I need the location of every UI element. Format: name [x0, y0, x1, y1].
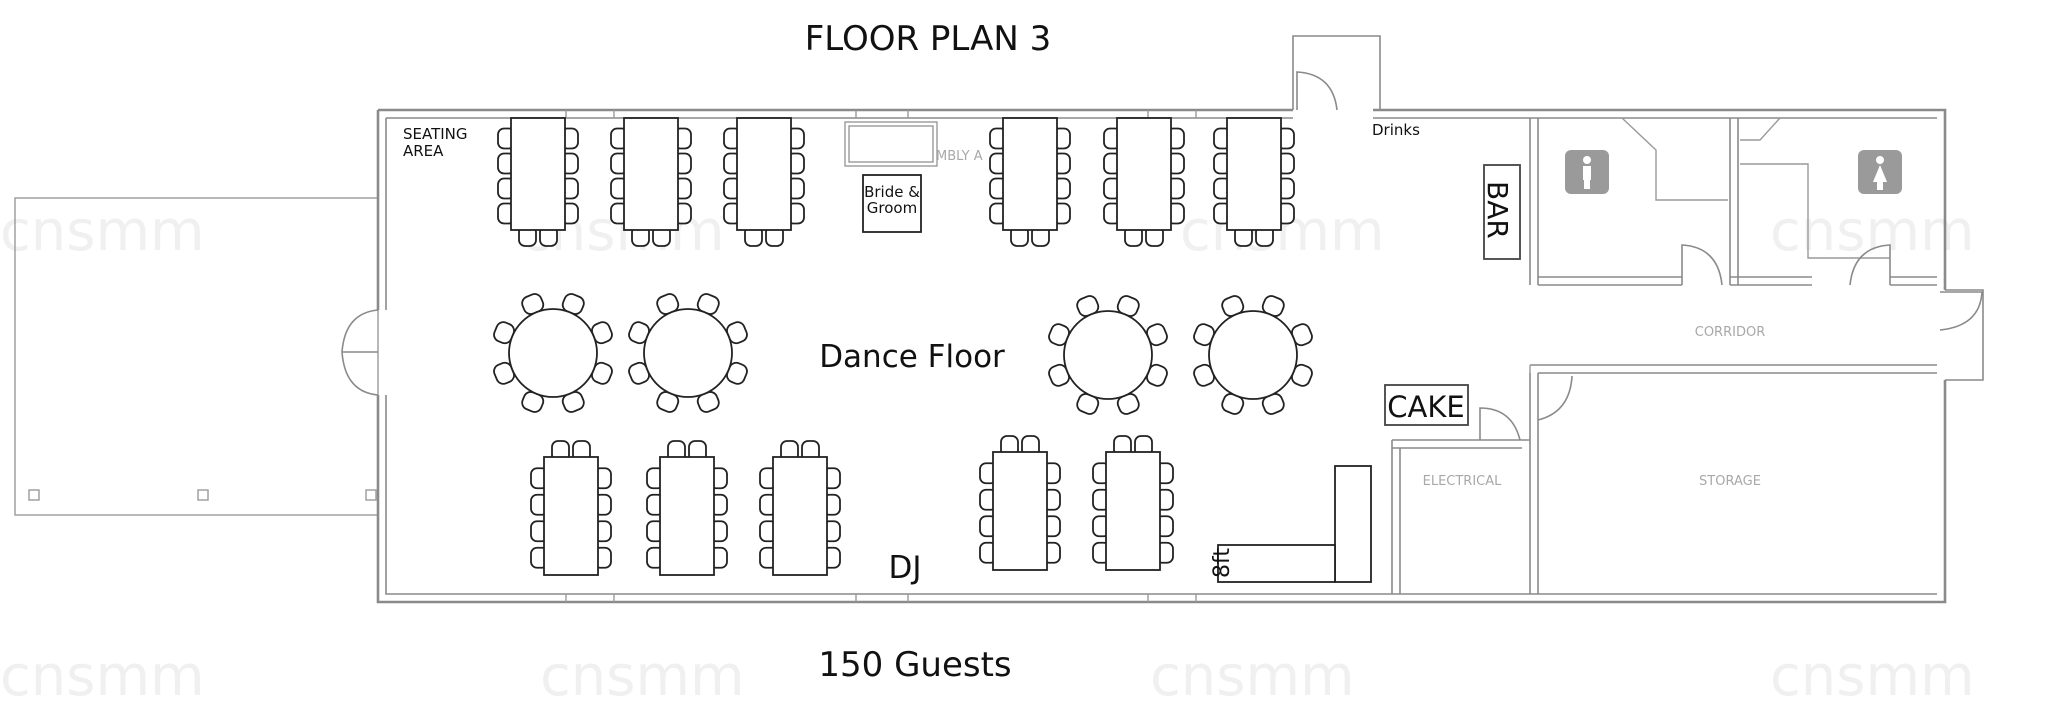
- svg-text:cnsmm: cnsmm: [540, 644, 745, 707]
- assembly-label: MBLY A: [936, 149, 983, 164]
- dj-label: DJ: [888, 550, 921, 586]
- table-top: [643, 308, 733, 398]
- seating-area-label-1: SEATING: [403, 125, 468, 143]
- rect-table: [530, 440, 612, 576]
- round-table: [1048, 295, 1168, 415]
- table-top: [1116, 117, 1172, 231]
- watermark: cnsmm cnsmm cnsmm cnsmm cnsmm cnsmm cnsm…: [0, 199, 1975, 707]
- rect-table: [646, 440, 728, 576]
- patio: [14, 197, 379, 516]
- rect-table: [723, 117, 805, 247]
- svg-text:cnsmm: cnsmm: [1150, 644, 1355, 707]
- svg-text:cnsmm: cnsmm: [0, 644, 205, 707]
- round-table: [493, 293, 613, 413]
- rect-table: [979, 435, 1061, 571]
- bar-counter: [1483, 164, 1521, 260]
- male-restroom-icon: [1565, 150, 1609, 194]
- table-top: [659, 456, 715, 576]
- rect-table: [1213, 117, 1295, 247]
- table-top: [992, 451, 1048, 571]
- eight-ft-label: 8ft: [1210, 548, 1235, 578]
- table-top: [772, 456, 828, 576]
- table-top: [510, 117, 566, 231]
- cake-label: CAKE: [1387, 390, 1464, 424]
- female-restroom-icon: [1858, 150, 1902, 194]
- cake-table: [1384, 384, 1469, 426]
- rect-table: [759, 440, 841, 576]
- rect-table: [989, 117, 1071, 247]
- seating-area-label-2: AREA: [403, 142, 444, 160]
- round-table: [1193, 295, 1313, 415]
- rectangular-tables: [497, 117, 1295, 576]
- round-tables: [493, 293, 1313, 415]
- rect-table: [1103, 117, 1185, 247]
- bride-groom-table: [862, 174, 922, 233]
- table-top: [736, 117, 792, 231]
- rect-table: [497, 117, 579, 247]
- table-top: [1002, 117, 1058, 231]
- bride-groom-label-2: Groom: [867, 199, 917, 217]
- table-top: [1105, 451, 1161, 571]
- dance-floor-label: Dance Floor: [819, 339, 1005, 375]
- guest-count: 150 Guests: [818, 645, 1011, 685]
- sweetheart-bench: [844, 121, 938, 167]
- svg-text:cnsmm: cnsmm: [1770, 644, 1975, 707]
- rect-table: [1092, 435, 1174, 571]
- drinks-label: Drinks: [1372, 121, 1420, 139]
- plan-title: FLOOR PLAN 3: [805, 19, 1052, 59]
- corridor-label: CORRIDOR: [1695, 325, 1765, 340]
- bride-groom-label-1: Bride &: [864, 183, 920, 201]
- bar-label: BAR: [1481, 181, 1514, 239]
- table-top: [1226, 117, 1282, 231]
- storage-label: STORAGE: [1699, 474, 1761, 489]
- table-top: [543, 456, 599, 576]
- service-rooms: [1391, 117, 1937, 594]
- buffet-tables: [1217, 465, 1372, 583]
- round-table: [628, 293, 748, 413]
- table-top: [1063, 310, 1153, 400]
- rect-table: [610, 117, 692, 247]
- svg-text:cnsmm: cnsmm: [0, 199, 205, 264]
- table-top: [508, 308, 598, 398]
- table-top: [623, 117, 679, 231]
- electrical-label: ELECTRICAL: [1423, 474, 1503, 489]
- svg-text:cnsmm: cnsmm: [1770, 199, 1975, 264]
- table-top: [1208, 310, 1298, 400]
